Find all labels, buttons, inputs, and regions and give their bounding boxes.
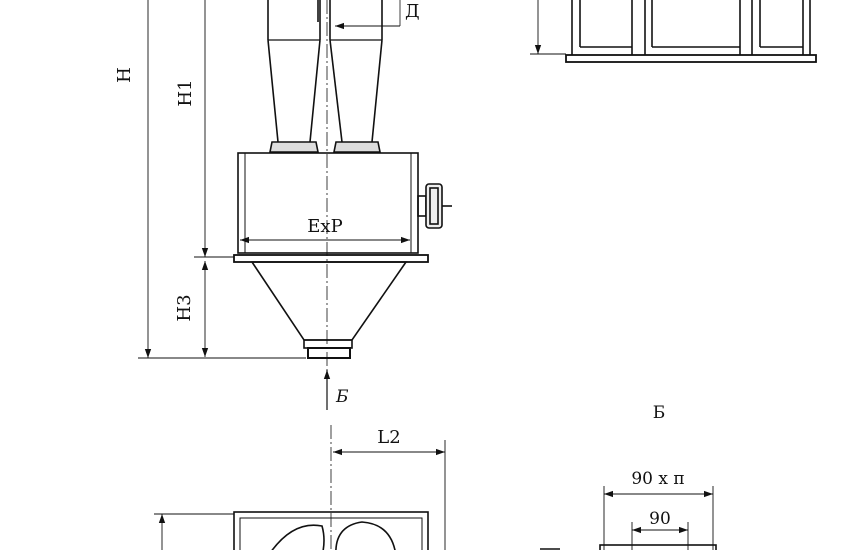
label-90: 90 <box>649 509 671 529</box>
plan-view-dimensions <box>154 440 446 550</box>
cyclone-right <box>329 0 383 153</box>
plan-view <box>233 425 429 555</box>
view-b-part <box>599 544 717 554</box>
view-b-dimensions <box>540 486 714 550</box>
label-d: Д <box>405 1 420 22</box>
label-h1: H1 <box>175 79 196 106</box>
labels-front: H H1 H3 ExP Д Б <box>114 1 420 407</box>
label-l2: L2 <box>377 427 400 448</box>
filter-housing <box>237 152 419 254</box>
outlet-flange <box>307 347 351 359</box>
handwheel <box>417 183 452 229</box>
cyclone-left <box>267 0 321 153</box>
side-view-dimension <box>530 0 566 55</box>
dimensions-front <box>138 0 410 410</box>
front-view <box>233 0 452 370</box>
label-h3: H3 <box>174 294 195 321</box>
hopper <box>250 261 408 341</box>
bottom-flange <box>233 254 429 263</box>
label-h: H <box>114 67 135 83</box>
label-exp: ExP <box>307 216 342 237</box>
side-view-fragment <box>565 0 817 63</box>
view-b-title: Б <box>653 403 666 423</box>
label-90xn: 90 x п <box>631 469 684 489</box>
label-arrow-b: Б <box>335 387 349 407</box>
